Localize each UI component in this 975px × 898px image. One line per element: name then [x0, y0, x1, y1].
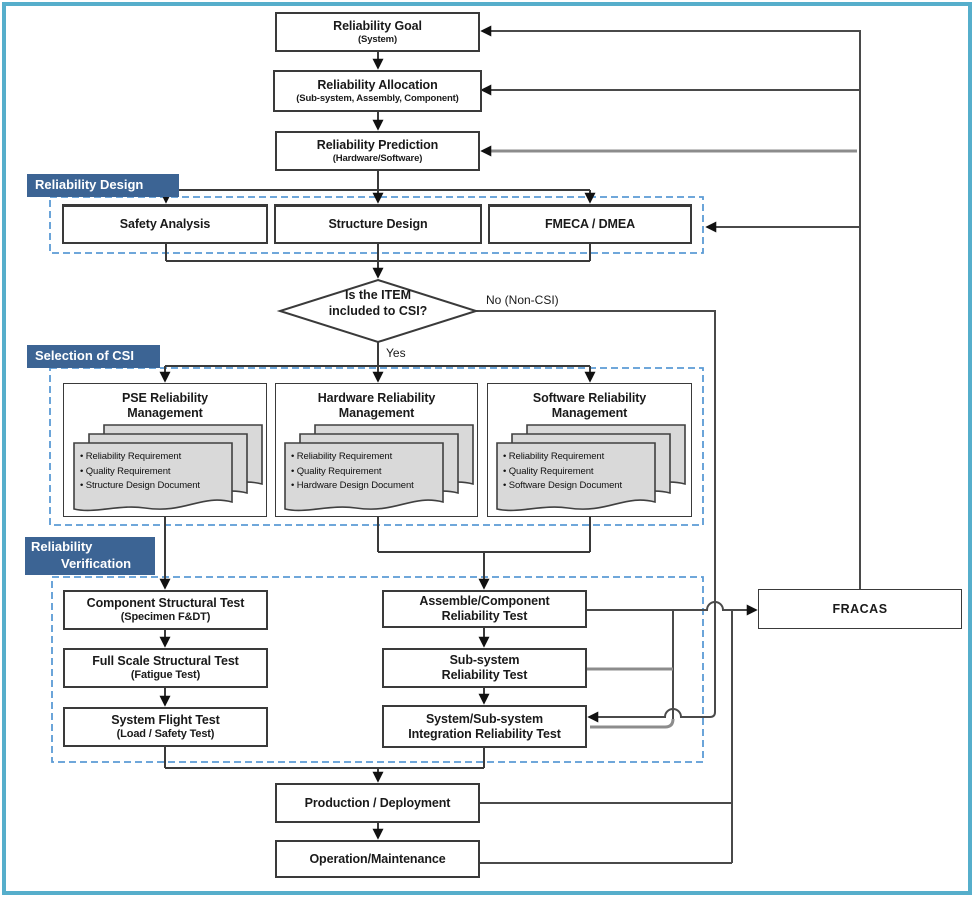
node-subtitle: (Hardware/Software) [332, 152, 423, 164]
node-reliability-prediction: Reliability Prediction (Hardware/Softwar… [275, 131, 480, 171]
loop-into-integration [590, 718, 675, 729]
hardware-document-list: • Reliability Requirement • Quality Requ… [291, 450, 414, 494]
node-integration-reliability-test: System/Sub-system Integration Reliabilit… [382, 705, 587, 748]
document-item: • Quality Requirement [503, 465, 594, 477]
node-title: Hardware Reliability [317, 391, 436, 405]
node-safety-analysis: Safety Analysis [62, 204, 268, 244]
document-item: • Reliability Requirement [80, 451, 182, 462]
node-title: System Flight Test [111, 712, 220, 727]
node-title2: Management [127, 406, 203, 420]
node-title2: Reliability Test [441, 609, 528, 623]
node-title: PSE Reliability [121, 391, 209, 405]
hw-sw-drops [377, 517, 591, 552]
decision-no-label: No (Non-CSI) [486, 293, 559, 307]
main-flow-arrows [159, 52, 596, 840]
verification-group-frame [51, 576, 704, 763]
decision-diamond [276, 278, 480, 344]
node-subtitle: (Fatigue Test) [130, 668, 201, 681]
node-title2: Management [338, 406, 415, 420]
badge-selection-of-csi: Selection of CSI [27, 345, 160, 368]
node-production-deployment: Production / Deployment [275, 783, 480, 823]
document-item: • Hardware Design Document [291, 480, 414, 492]
node-title2: Integration Reliability Test [408, 726, 561, 741]
node-title: System/Sub-system [425, 711, 544, 726]
node-title: Safety Analysis [119, 217, 211, 231]
document-item: • Reliability Requirement [503, 451, 605, 462]
decision-line1: Is the ITEM [345, 288, 411, 302]
node-title: Reliability Goal [333, 18, 422, 33]
document-sheet [496, 442, 656, 512]
gray-connectors [480, 145, 857, 729]
node-component-structural-test: Component Structural Test (Specimen F&DT… [63, 590, 268, 630]
document-sheet [284, 442, 444, 512]
csi-group-frame [49, 367, 704, 526]
badge-reliability-verification: Reliability Verification [25, 537, 155, 575]
node-title: Full Scale Structural Test [92, 653, 239, 668]
node-assemble-component-reliability-test: Assemble/Component Reliability Test [382, 590, 587, 628]
node-title: Reliability Prediction [316, 137, 439, 152]
node-title: FRACAS [832, 601, 888, 616]
node-title: Software Reliability [532, 391, 647, 405]
node-fracas: FRACAS [758, 589, 962, 629]
badge-label-line1: Reliability [31, 539, 93, 554]
node-subtitle: (Load / Safety Test) [116, 727, 215, 740]
document-item: • Structure Design Document [80, 480, 200, 492]
node-fmeca-dmea: FMECA / DMEA [488, 204, 692, 244]
node-title2: Management [551, 406, 628, 420]
node-title: Production / Deployment [304, 795, 451, 810]
node-reliability-allocation: Reliability Allocation (Sub-system, Asse… [273, 70, 482, 112]
node-reliability-goal: Reliability Goal (System) [275, 12, 480, 52]
node-subtitle: (System) [358, 33, 397, 45]
decision-question: Is the ITEM included to CSI? [280, 288, 476, 319]
node-structure-design: Structure Design [274, 204, 482, 244]
node-title: Structure Design [328, 217, 428, 231]
hardware-document-stack [284, 424, 474, 512]
decision-yes-label: Yes [386, 346, 406, 360]
design-group-frame [49, 196, 704, 254]
node-subtitle: (Specimen F&DT) [120, 610, 211, 623]
node-system-flight-test: System Flight Test (Load / Safety Test) [63, 707, 268, 747]
no-path-to-integration [476, 310, 716, 723]
pse-document-stack [73, 424, 263, 512]
software-document-list: • Reliability Requirement • Quality Requ… [503, 450, 622, 494]
node-subsystem-reliability-test: Sub-system Reliability Test [382, 648, 587, 688]
node-full-scale-structural-test: Full Scale Structural Test (Fatigue Test… [63, 648, 268, 688]
document-item: • Quality Requirement [291, 465, 382, 477]
document-sheet [73, 442, 233, 512]
node-title: Sub-system [449, 653, 520, 667]
node-title2: Reliability Test [441, 668, 528, 682]
bottom-merge-drops [164, 747, 485, 768]
node-title: Component Structural Test [86, 595, 245, 610]
node-title: FMECA / DMEA [545, 217, 635, 231]
software-document-stack [496, 424, 686, 512]
node-subtitle: (Sub-system, Assembly, Component) [296, 92, 459, 104]
badge-label-line2: Verification [61, 555, 132, 571]
design-merge-drops [165, 243, 591, 261]
node-operation-maintenance: Operation/Maintenance [275, 840, 480, 878]
document-item: • Reliability Requirement [291, 451, 393, 462]
badge-reliability-design: Reliability Design [27, 174, 179, 197]
badge-label: Selection of CSI [35, 348, 134, 363]
pse-document-list: • Reliability Requirement • Quality Requ… [80, 450, 200, 494]
node-title: Assemble/Component [419, 594, 550, 608]
decision-line2: included to CSI? [328, 303, 428, 318]
badge-label: Reliability Design [35, 177, 144, 192]
document-item: • Quality Requirement [80, 465, 171, 477]
document-item: • Software Design Document [503, 480, 623, 492]
side-connectors [476, 25, 861, 864]
node-title: Reliability Allocation [317, 77, 438, 92]
fracas-to-goal-feedback [480, 25, 861, 589]
line-tests-to-fracas [587, 601, 758, 616]
node-title: Operation/Maintenance [309, 851, 446, 866]
